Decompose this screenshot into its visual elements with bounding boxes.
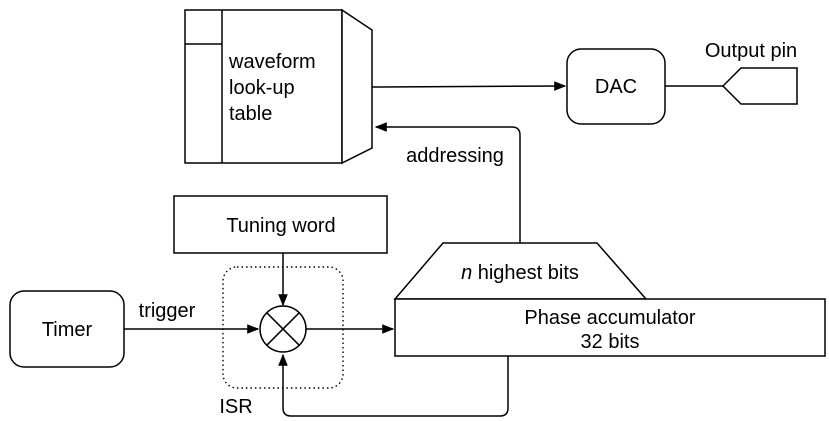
timer-block: Timer [9,290,125,368]
output-pin-shape [721,67,798,105]
lut-front-face [184,9,343,164]
lut-side-face [341,8,373,165]
addressing-label: addressing [406,145,504,167]
highest-bits-block: n highest bits [393,242,648,300]
dac-block: DAC [566,48,666,125]
isr-label: ISR [219,396,252,418]
lut-to-dac-arrow [371,81,567,91]
tuning-word-box [173,195,388,254]
lut-label-line-3: table [229,103,272,125]
multiplier-symbol [259,305,307,353]
phase-accumulator-label-line-2: 32 bits [581,331,640,353]
waveform-lookup-table: waveform look-up table [184,8,373,165]
tuning-word-label: Tuning word [226,215,335,237]
output-pin: Output pin [705,40,798,105]
timer-label: Timer [42,319,93,341]
highest-bits-label: n highest bits [461,262,579,284]
phase-accumulator-block: Phase accumulator 32 bits [394,298,826,357]
phase-accumulator-box [394,298,826,357]
highest-bits-suffix: highest bits [472,262,579,284]
addressing-arrow [374,122,521,243]
lut-label-line-1: waveform [228,51,316,73]
trigger-label: trigger [139,300,196,322]
highest-bits-n: n [461,262,472,284]
feedback-arrow [278,353,509,417]
lut-label-line-2: look-up [229,77,295,99]
dac-label: DAC [595,76,637,98]
phase-accumulator-label-line-1: Phase accumulator [524,307,696,329]
output-pin-label: Output pin [705,40,797,62]
tuning-word-block: Tuning word [173,195,388,254]
multiplier-cross-2 [266,312,300,346]
